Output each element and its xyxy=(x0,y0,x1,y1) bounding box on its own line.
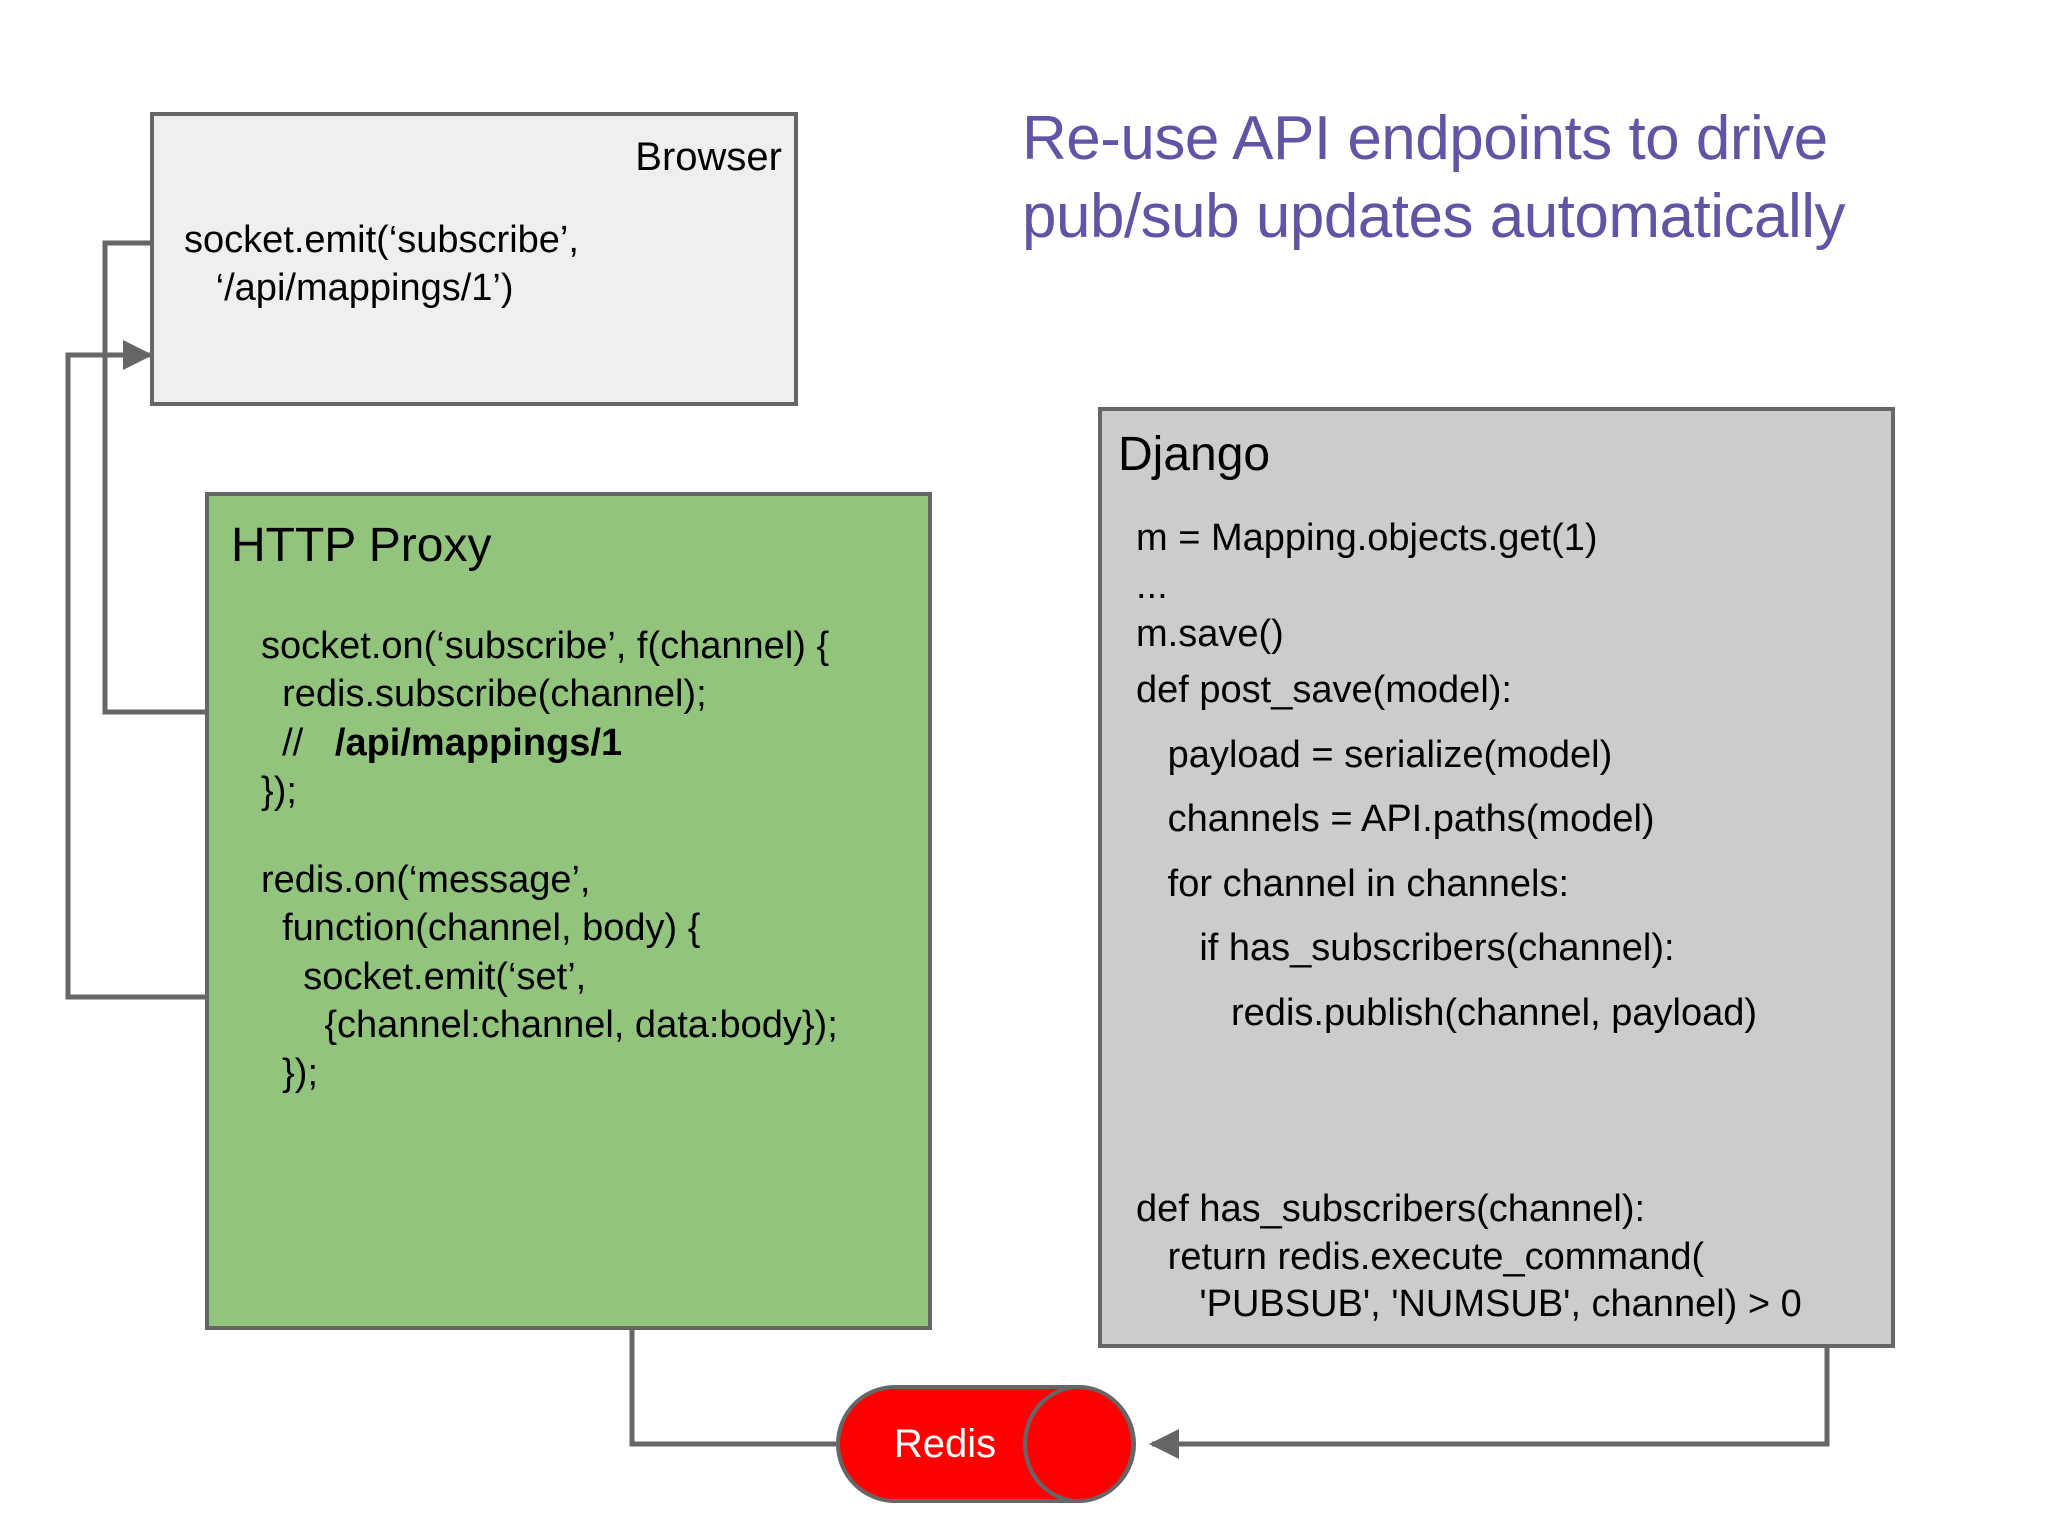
http-proxy-code-post: }); xyxy=(261,769,297,812)
redis-cylinder-cap xyxy=(1023,1385,1135,1503)
http-proxy-code-pre: socket.on(‘subscribe’, f(channel) { redi… xyxy=(261,625,830,764)
page-title-line-2: pub/sub updates automatically xyxy=(1022,181,1846,251)
page-title: Re-use API endpoints to drive pub/sub up… xyxy=(1022,100,2002,255)
django-node-title: Django xyxy=(1118,428,1271,481)
http-proxy-code-channel-path: /api/mappings/1 xyxy=(334,721,623,764)
http-proxy-code-block-message: redis.on(‘message’, function(channel, bo… xyxy=(261,859,838,1094)
http-proxy-node-title: HTTP Proxy xyxy=(231,519,492,572)
django-node[interactable]: Django m = Mapping.objects.get(1) ... m.… xyxy=(1098,407,1895,1348)
django-code-block-post-save: def post_save(model): payload = serializ… xyxy=(1136,669,1758,1034)
browser-code-block: socket.emit(‘subscribe’, ‘/api/mappings/… xyxy=(184,219,579,309)
http-proxy-code-block-subscribe: socket.on(‘subscribe’, f(channel) { redi… xyxy=(261,622,829,815)
django-code-block-has-subscribers: def has_subscribers(channel): return red… xyxy=(1136,1188,1802,1325)
http-proxy-node[interactable]: HTTP Proxy socket.on(‘subscribe’, f(chan… xyxy=(205,492,932,1330)
browser-node-label: Browser xyxy=(635,135,782,179)
browser-node[interactable]: Browser socket.emit(‘subscribe’, ‘/api/m… xyxy=(150,112,798,406)
redis-node[interactable]: Redis xyxy=(836,1385,1136,1503)
redis-node-label: Redis xyxy=(893,1421,997,1466)
page-title-line-1: Re-use API endpoints to drive xyxy=(1022,104,1828,173)
django-code-block-save: m = Mapping.objects.get(1) ... m.save() xyxy=(1136,517,1598,655)
